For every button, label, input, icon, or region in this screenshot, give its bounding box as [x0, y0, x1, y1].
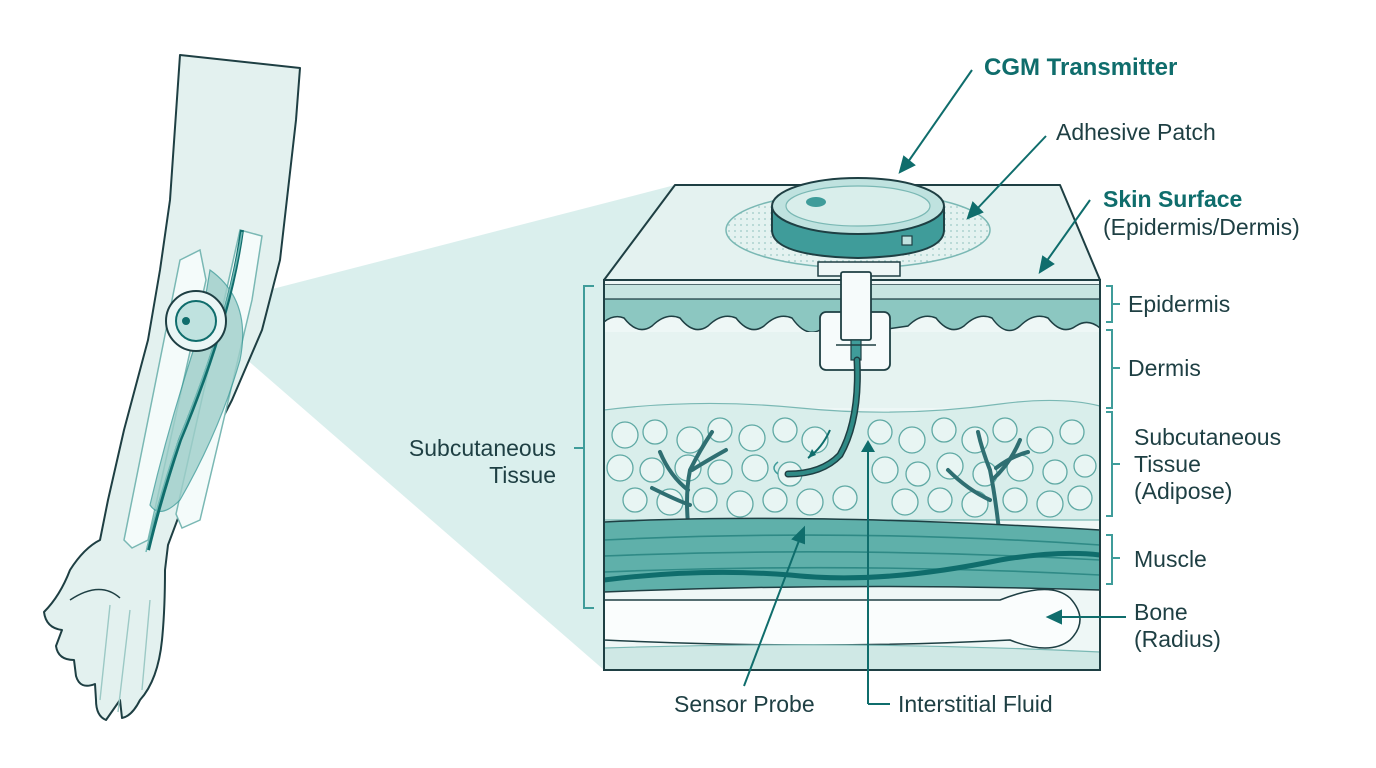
- interstitial-fluid-label: Interstitial Fluid: [898, 691, 1053, 717]
- bone-label: Bone (Radius): [1134, 599, 1221, 652]
- subcutaneous-adipose-label: Subcutaneous Tissue (Adipose): [1134, 424, 1282, 504]
- skin-surface-label: Skin Surface: [1103, 186, 1243, 212]
- subcutaneous-tissue-label: Subcutaneous Tissue: [408, 435, 556, 488]
- epidermis-label: Epidermis: [1128, 291, 1231, 317]
- leader-lines: [743, 69, 1126, 705]
- sensor-probe-icon: [773, 271, 891, 478]
- adhesive-patch-label: Adhesive Patch: [1056, 119, 1216, 145]
- arm-illustration: [43, 54, 301, 721]
- cgm-transmitter-icon: [771, 177, 945, 277]
- sensor-probe-label: Sensor Probe: [674, 691, 815, 717]
- skin-surface-sub-label: (Epidermis/Dermis): [1103, 214, 1300, 240]
- dermis-label: Dermis: [1128, 355, 1201, 381]
- muscle-label: Muscle: [1134, 546, 1207, 572]
- zoom-cone: [230, 185, 675, 670]
- layer-brackets: [574, 285, 1120, 609]
- transmitter-label: CGM Transmitter: [984, 54, 1178, 81]
